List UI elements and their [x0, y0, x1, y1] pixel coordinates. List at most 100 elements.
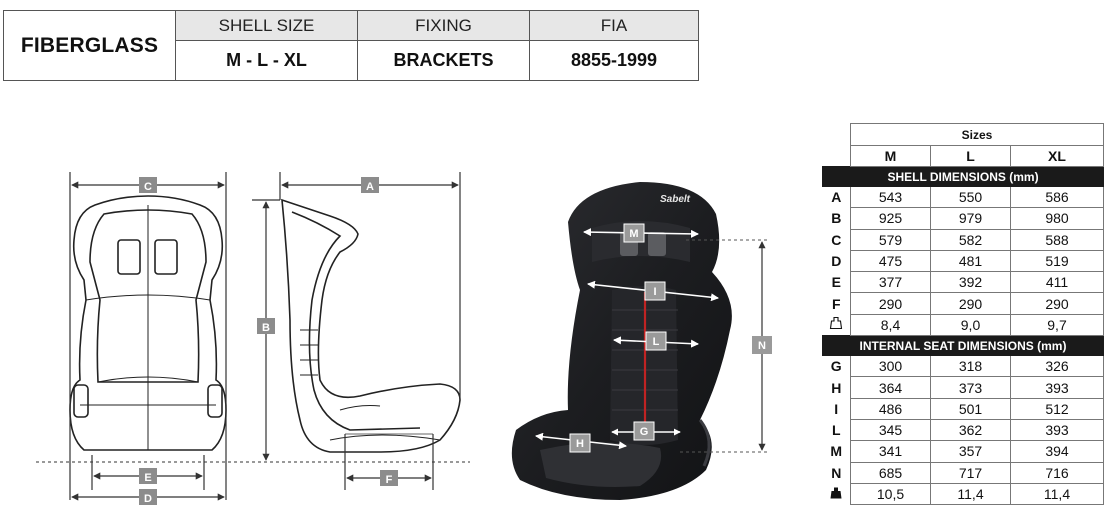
cell-m: 685: [850, 461, 931, 484]
table-row: G 300 318 326: [822, 355, 1104, 378]
brand-logo: Sabelt: [660, 194, 691, 205]
cell-m: 475: [850, 249, 931, 273]
label-e: E: [139, 468, 157, 484]
label-a: A: [361, 177, 379, 193]
label-n: N: [752, 336, 772, 354]
label-f: F: [380, 470, 398, 486]
label-c: C: [139, 177, 157, 193]
label-l: L: [645, 331, 667, 351]
row-label: C: [822, 229, 851, 251]
table-row: F 290 290 290: [822, 292, 1104, 315]
svg-text:G: G: [640, 426, 649, 438]
svg-text:L: L: [653, 336, 660, 348]
svg-text:D: D: [144, 493, 152, 505]
cell-l: 9,0: [930, 313, 1011, 337]
row-label: B: [822, 207, 851, 230]
row-label: D: [822, 250, 851, 272]
cell-xl: 290: [1010, 292, 1104, 315]
cell-l: 290: [930, 292, 1011, 315]
row-label: H: [822, 376, 851, 399]
row-label: G: [822, 355, 851, 377]
cell-m: 543: [850, 185, 931, 209]
cell-xl: 11,4: [1010, 482, 1104, 506]
svg-text:E: E: [144, 472, 151, 484]
table-row: D 475 481 519: [822, 249, 1104, 273]
sizes-title-row: Sizes: [823, 123, 1104, 146]
svg-text:B: B: [262, 322, 270, 334]
svg-text:A: A: [366, 181, 374, 193]
cell-m: 364: [850, 376, 931, 399]
size-header-l: L: [930, 145, 1011, 167]
label-d: D: [139, 489, 157, 505]
cell-xl: 411: [1010, 271, 1104, 294]
label-h: H: [569, 433, 591, 453]
cell-xl: 393: [1010, 376, 1104, 399]
cell-l: 11,4: [930, 482, 1011, 506]
cell-xl: 326: [1010, 355, 1104, 378]
svg-text:F: F: [386, 474, 393, 486]
cell-xl: 716: [1010, 461, 1104, 484]
row-label: F: [822, 292, 851, 315]
row-label: I: [822, 398, 851, 420]
table-row: I 486 501 512: [822, 397, 1104, 420]
cell-l: 501: [930, 397, 1011, 420]
cell-m: 300: [850, 355, 931, 378]
row-label: E: [822, 271, 851, 293]
internal-section-title: INTERNAL SEAT DIMENSIONS (mm): [822, 335, 1104, 357]
shell-size-value: M - L - XL: [175, 41, 357, 80]
label-i: I: [644, 281, 666, 301]
svg-text:I: I: [653, 286, 656, 298]
table-row: M 341 357 394: [822, 440, 1104, 463]
front-view-drawing: [69, 195, 227, 451]
shell-section-title: SHELL DIMENSIONS (mm): [822, 166, 1104, 187]
cell-l: 362: [930, 418, 1011, 442]
table-row: A 543 550 586: [822, 185, 1104, 209]
sizes-title: Sizes: [850, 123, 1104, 146]
internal-section-row: INTERNAL SEAT DIMENSIONS (mm): [822, 335, 1104, 357]
cell-xl: 586: [1010, 185, 1104, 209]
label-g: G: [633, 421, 655, 441]
front-dimension-lines: [36, 172, 470, 501]
cell-xl: 394: [1010, 440, 1104, 463]
fia-value: 8855-1999: [529, 41, 698, 80]
table-row: 10,5 11,4 11,4: [822, 482, 1104, 506]
size-header-xl: XL: [1010, 145, 1104, 167]
cell-l: 373: [930, 376, 1011, 399]
cell-xl: 980: [1010, 207, 1104, 230]
cell-l: 392: [930, 271, 1011, 294]
cell-m: 8,4: [850, 313, 931, 337]
cell-m: 579: [850, 228, 931, 251]
cell-l: 717: [930, 461, 1011, 484]
material-cell: FIBERGLASS: [20, 33, 159, 57]
table-row: C 579 582 588: [822, 228, 1104, 251]
table-row: H 364 373 393: [822, 376, 1104, 399]
dimensions-table: Sizes M L XL SHELL DIMENSIONS (mm) A 543…: [822, 123, 1104, 506]
cell-m: 377: [850, 271, 931, 294]
cell-l: 357: [930, 440, 1011, 463]
table-row: E 377 392 411: [822, 271, 1104, 294]
weight-outline-icon: [822, 314, 851, 336]
shell-size-header: SHELL SIZE: [175, 11, 357, 41]
table-row: 8,4 9,0 9,7: [822, 313, 1104, 337]
shell-section-row: SHELL DIMENSIONS (mm): [822, 166, 1104, 187]
table-row: B 925 979 980: [822, 207, 1104, 230]
cell-m: 925: [850, 207, 931, 230]
weight-filled-icon: [822, 483, 851, 505]
svg-text:N: N: [758, 340, 766, 352]
svg-text:C: C: [144, 181, 152, 193]
cell-m: 10,5: [850, 482, 931, 506]
cell-xl: 9,7: [1010, 313, 1104, 337]
label-m: M: [623, 223, 645, 243]
row-label: L: [822, 419, 851, 441]
side-view-drawing: [281, 198, 461, 453]
row-label: M: [822, 440, 851, 463]
cell-m: 341: [850, 440, 931, 463]
spec-table: FIBERGLASS SHELL SIZE FIXING FIA M - L -…: [3, 10, 699, 81]
seat-drawings: C E D A B F: [36, 172, 772, 505]
fixing-value: BRACKETS: [357, 41, 529, 80]
fixing-header: FIXING: [357, 11, 529, 41]
cell-l: 582: [930, 228, 1011, 251]
cell-m: 486: [850, 397, 931, 420]
cell-l: 481: [930, 249, 1011, 273]
cell-l: 979: [930, 207, 1011, 230]
